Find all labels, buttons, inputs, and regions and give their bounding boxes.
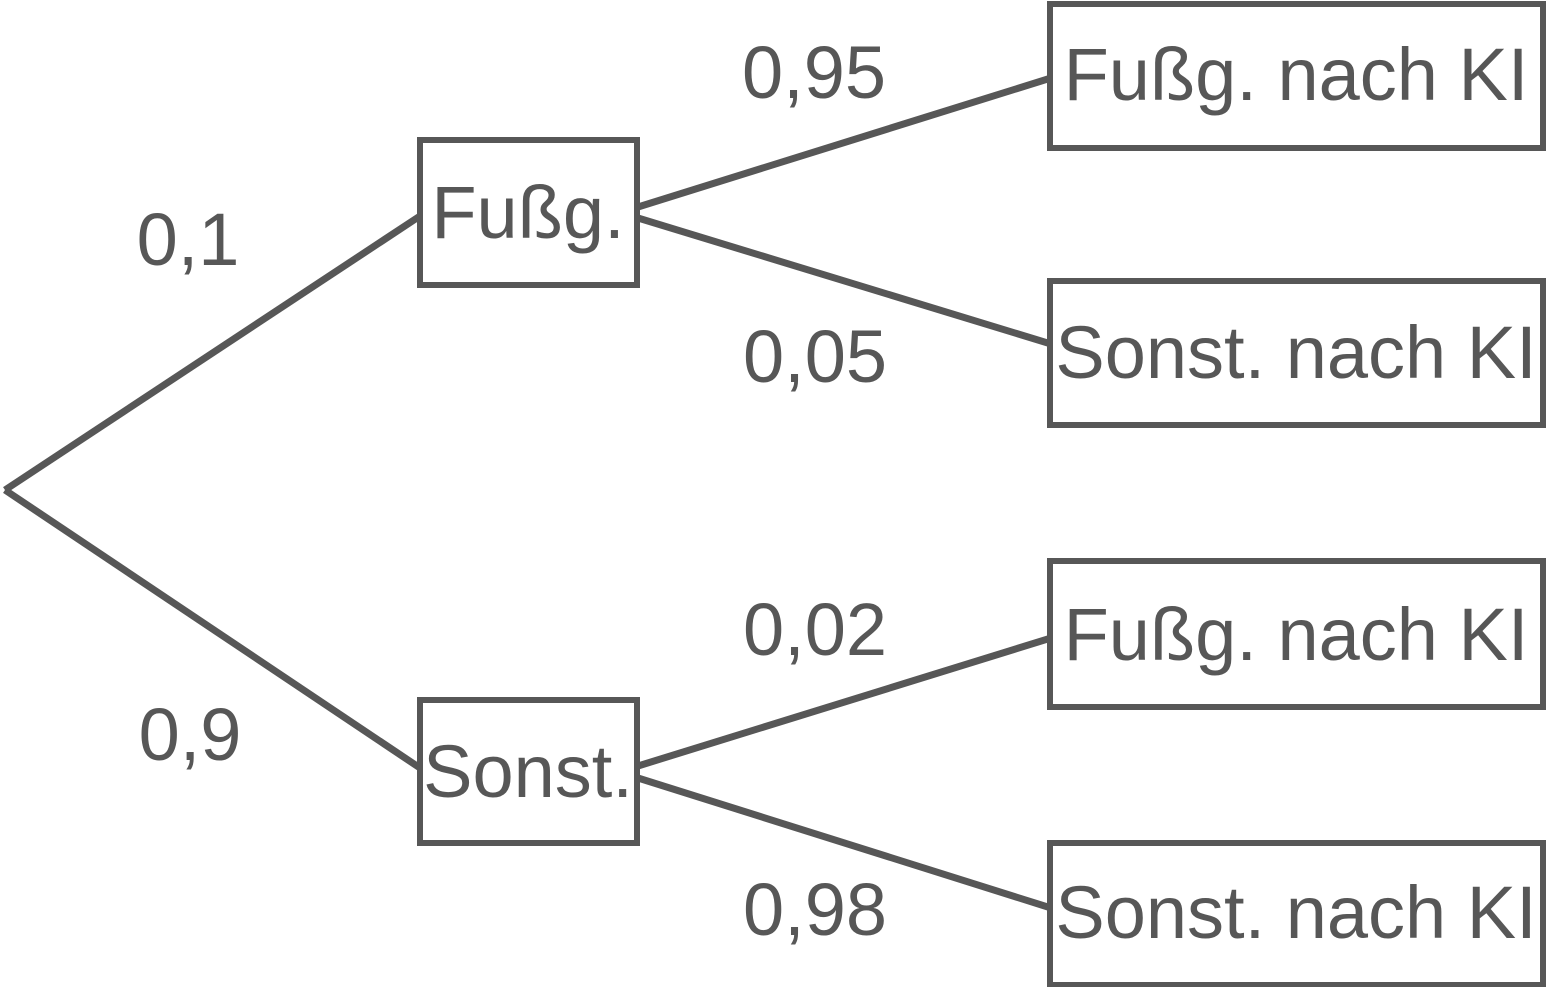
probability-label-root-fussg: 0,1 [137, 198, 240, 281]
leaf-fussg-nach-ki-top-label: Fußg. nach KI [1064, 33, 1529, 116]
leaf-fussg-nach-ki-bottom-box [1047, 558, 1546, 710]
node-sonst-label: Sonst. [423, 730, 633, 813]
tree-edges [3, 74, 1053, 912]
probability-label-fussg-sonst: 0,05 [743, 315, 887, 398]
leaf-sonst-nach-ki-top-box [1047, 278, 1546, 428]
node-sonst-box [417, 697, 640, 846]
edge-sonst-to-sonst-nach-ki [636, 774, 1053, 912]
probability-label-root-sonst: 0,9 [139, 693, 242, 776]
leaf-sonst-nach-ki-bottom-box [1047, 840, 1546, 987]
leaf-fussg-nach-ki-bottom-label: Fußg. nach KI [1064, 593, 1529, 676]
edge-fussg-to-sonst-nach-ki [636, 214, 1053, 348]
edge-root-to-sonst [3, 487, 422, 771]
node-fussg-label: Fußg. [431, 171, 624, 254]
node-fussg-box [417, 137, 640, 288]
leaf-sonst-nach-ki-top-label: Sonst. nach KI [1055, 311, 1536, 394]
edge-root-to-fussg [3, 213, 422, 493]
probability-label-sonst-sonst: 0,98 [743, 868, 887, 951]
leaf-fussg-nach-ki-top-box [1047, 1, 1546, 151]
leaf-sonst-nach-ki-bottom-label: Sonst. nach KI [1055, 871, 1536, 954]
edge-fussg-to-fussg-nach-ki [636, 74, 1053, 211]
edge-sonst-to-fussg-nach-ki [636, 634, 1053, 770]
probability-label-sonst-fussg: 0,02 [743, 588, 887, 671]
probability-label-fussg-fussg: 0,95 [742, 31, 886, 114]
